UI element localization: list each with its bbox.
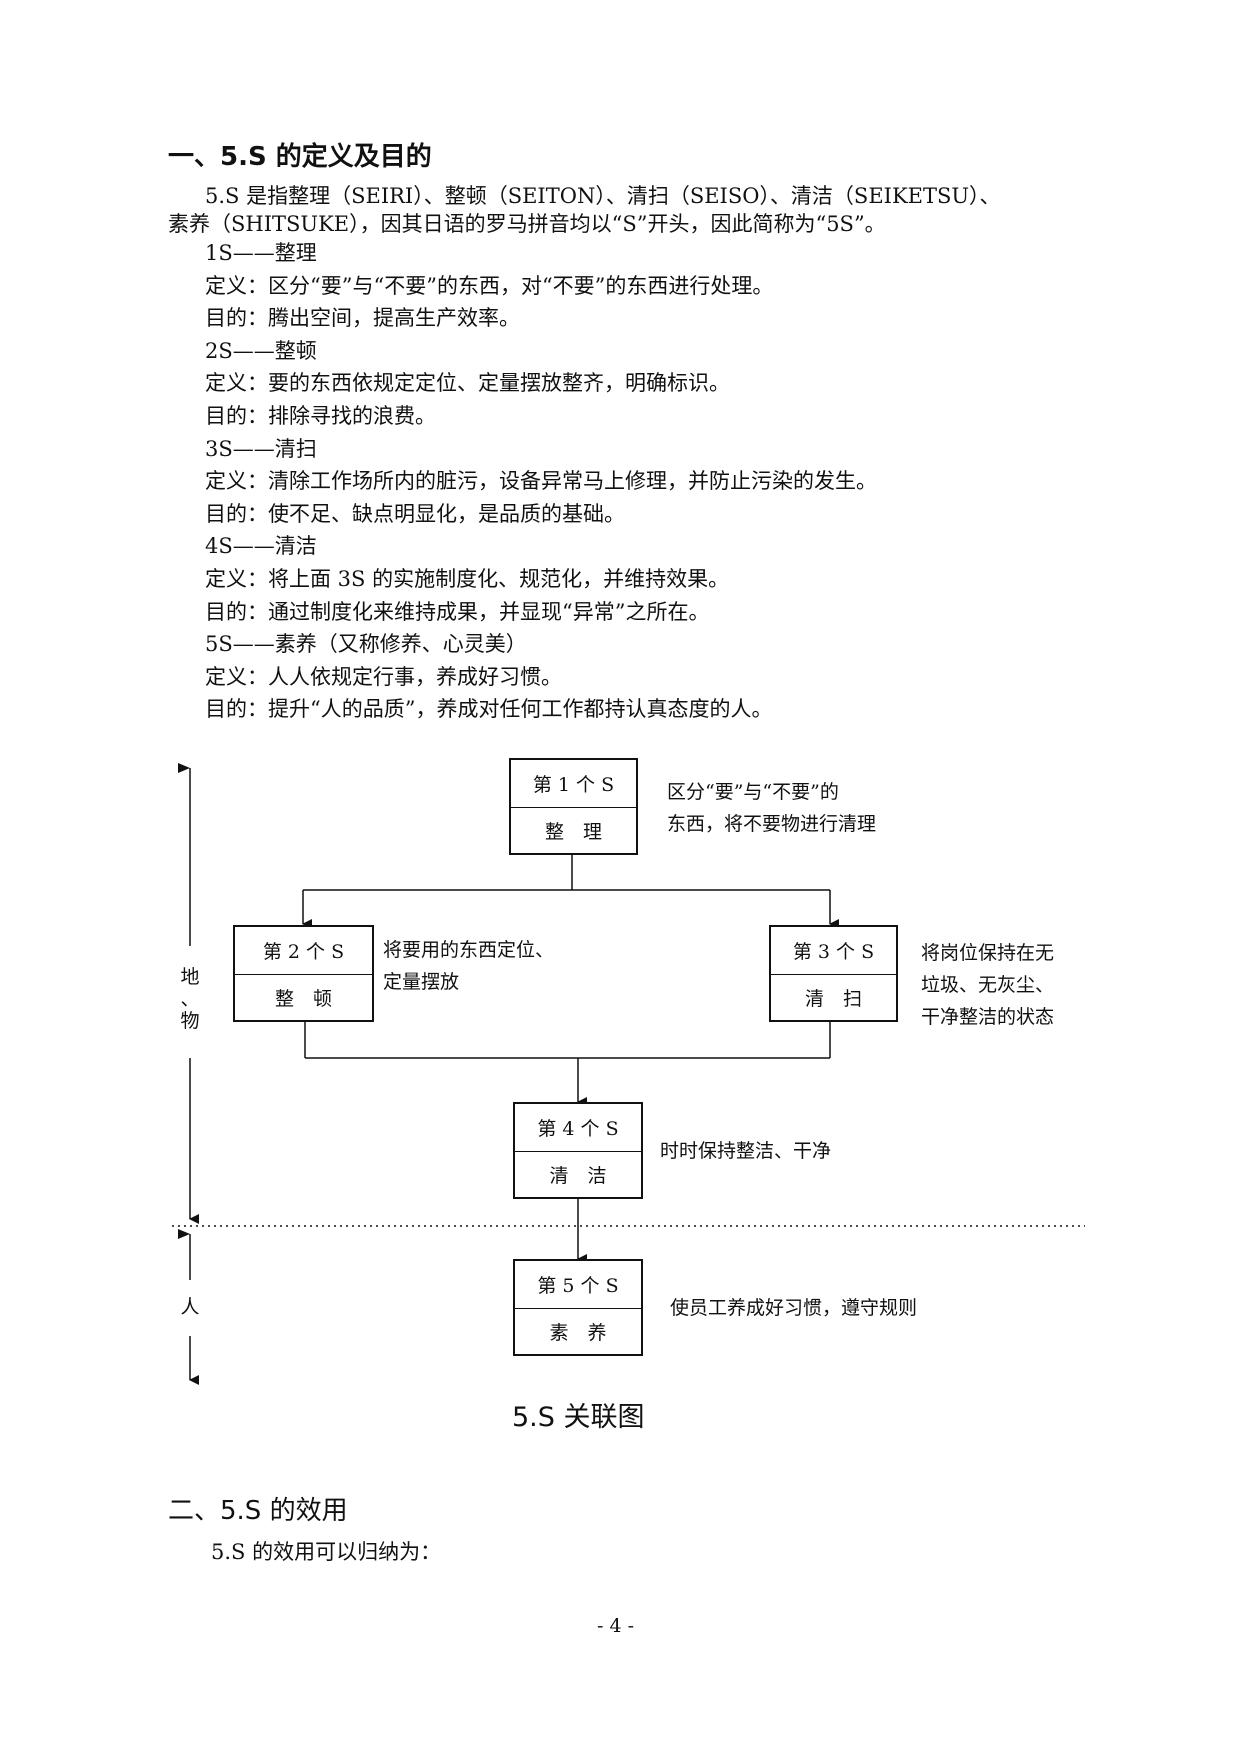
box-s2: 第 2 个 S 整 顿 — [233, 925, 374, 1022]
side-label-char: 、 — [180, 988, 200, 1010]
note-s1: 区分“要”与“不要”的 东西，将不要物进行清理 — [667, 776, 876, 840]
box-s3-name: 清 扫 — [804, 988, 862, 1011]
note-s5: 使员工养成好习惯，遵守规则 — [670, 1297, 918, 1319]
box-s2-number: 第 2 个 S — [235, 927, 372, 975]
list-item: 目的：通过制度化来维持成果，并显现“异常”之所在。 — [205, 599, 710, 624]
side-label-people: 人 — [180, 1296, 200, 1318]
box-s5-name: 素 养 — [549, 1322, 607, 1345]
box-s5: 第 5 个 S 素 养 — [513, 1259, 643, 1356]
note-line: 定量摆放 — [383, 971, 460, 993]
side-label-things: 地 、 物 — [175, 966, 205, 1032]
note-line: 将要用的东西定位、 — [383, 939, 555, 961]
list-item: 2S——整顿 — [205, 338, 317, 363]
list-item: 3S——清扫 — [205, 436, 317, 461]
list-item: 1S——整理 — [205, 241, 317, 265]
note-s2: 将要用的东西定位、 定量摆放 — [383, 934, 554, 998]
note-s4: 时时保持整洁、干净 — [660, 1140, 832, 1162]
note-line: 垃圾、无灰尘、 — [921, 974, 1055, 996]
definition-list: 1S——整理 定义：区分“要”与“不要”的东西，对“不要”的东西进行处理。 目的… — [205, 237, 877, 726]
box-s2-name: 整 顿 — [274, 988, 332, 1011]
section2-heading: 二、5.S 的效用 — [168, 1496, 348, 1526]
list-item: 5S——素养（又称修养、心灵美） — [205, 632, 527, 657]
list-item: 定义：清除工作场所内的脏污，设备异常马上修理，并防止污染的发生。 — [205, 469, 877, 494]
list-item: 目的：提升“人的品质”，养成对任何工作都持认真态度的人。 — [205, 697, 773, 722]
page-number: - 4 - — [597, 1615, 635, 1637]
box-s3: 第 3 个 S 清 扫 — [769, 925, 898, 1022]
box-s1: 第 1 个 S 整 理 — [509, 758, 638, 855]
list-item: 目的：腾出空间，提高生产效率。 — [205, 306, 520, 331]
list-item: 定义：将上面 3S 的实施制度化、规范化，并维持效果。 — [205, 566, 730, 591]
list-item: 目的：使不足、缺点明显化，是品质的基础。 — [205, 501, 625, 526]
box-s1-number: 第 1 个 S — [511, 760, 636, 808]
section2-intro: 5.S 的效用可以归纳为： — [211, 1540, 442, 1564]
note-s3: 将岗位保持在无 垃圾、无灰尘、 干净整洁的状态 — [921, 937, 1054, 1033]
side-label-char: 物 — [180, 1010, 200, 1032]
note-line: 将岗位保持在无 — [921, 942, 1055, 964]
box-s4-number: 第 4 个 S — [515, 1104, 641, 1152]
section1-intro-line1: 5.S 是指整理（SEIRI）、整顿（SEITON）、清扫（SEISO）、清洁（… — [205, 184, 1001, 208]
box-s5-number: 第 5 个 S — [515, 1261, 641, 1309]
side-label-char: 地 — [180, 966, 200, 988]
section1-heading: 一、5.S 的定义及目的 — [168, 142, 432, 172]
list-item: 定义：人人依规定行事，养成好习惯。 — [205, 664, 562, 689]
diagram-caption: 5.S 关联图 — [512, 1402, 645, 1433]
box-s1-name: 整 理 — [544, 821, 602, 844]
list-item: 定义：要的东西依规定定位、定量摆放整齐，明确标识。 — [205, 371, 730, 396]
list-item: 目的：排除寻找的浪费。 — [205, 403, 436, 428]
note-line: 东西，将不要物进行清理 — [667, 813, 877, 835]
note-line: 干净整洁的状态 — [921, 1006, 1055, 1028]
box-s4-name: 清 洁 — [549, 1165, 607, 1188]
list-item: 4S——清洁 — [205, 534, 317, 559]
box-s4: 第 4 个 S 清 洁 — [513, 1102, 643, 1199]
section1-intro-line2: 素养（SHITSUKE），因其日语的罗马拼音均以“S”开头，因此简称为“5S”。 — [168, 212, 886, 236]
box-s3-number: 第 3 个 S — [771, 927, 896, 975]
list-item: 定义：区分“要”与“不要”的东西，对“不要”的东西进行处理。 — [205, 273, 774, 298]
note-line: 区分“要”与“不要”的 — [667, 781, 839, 803]
